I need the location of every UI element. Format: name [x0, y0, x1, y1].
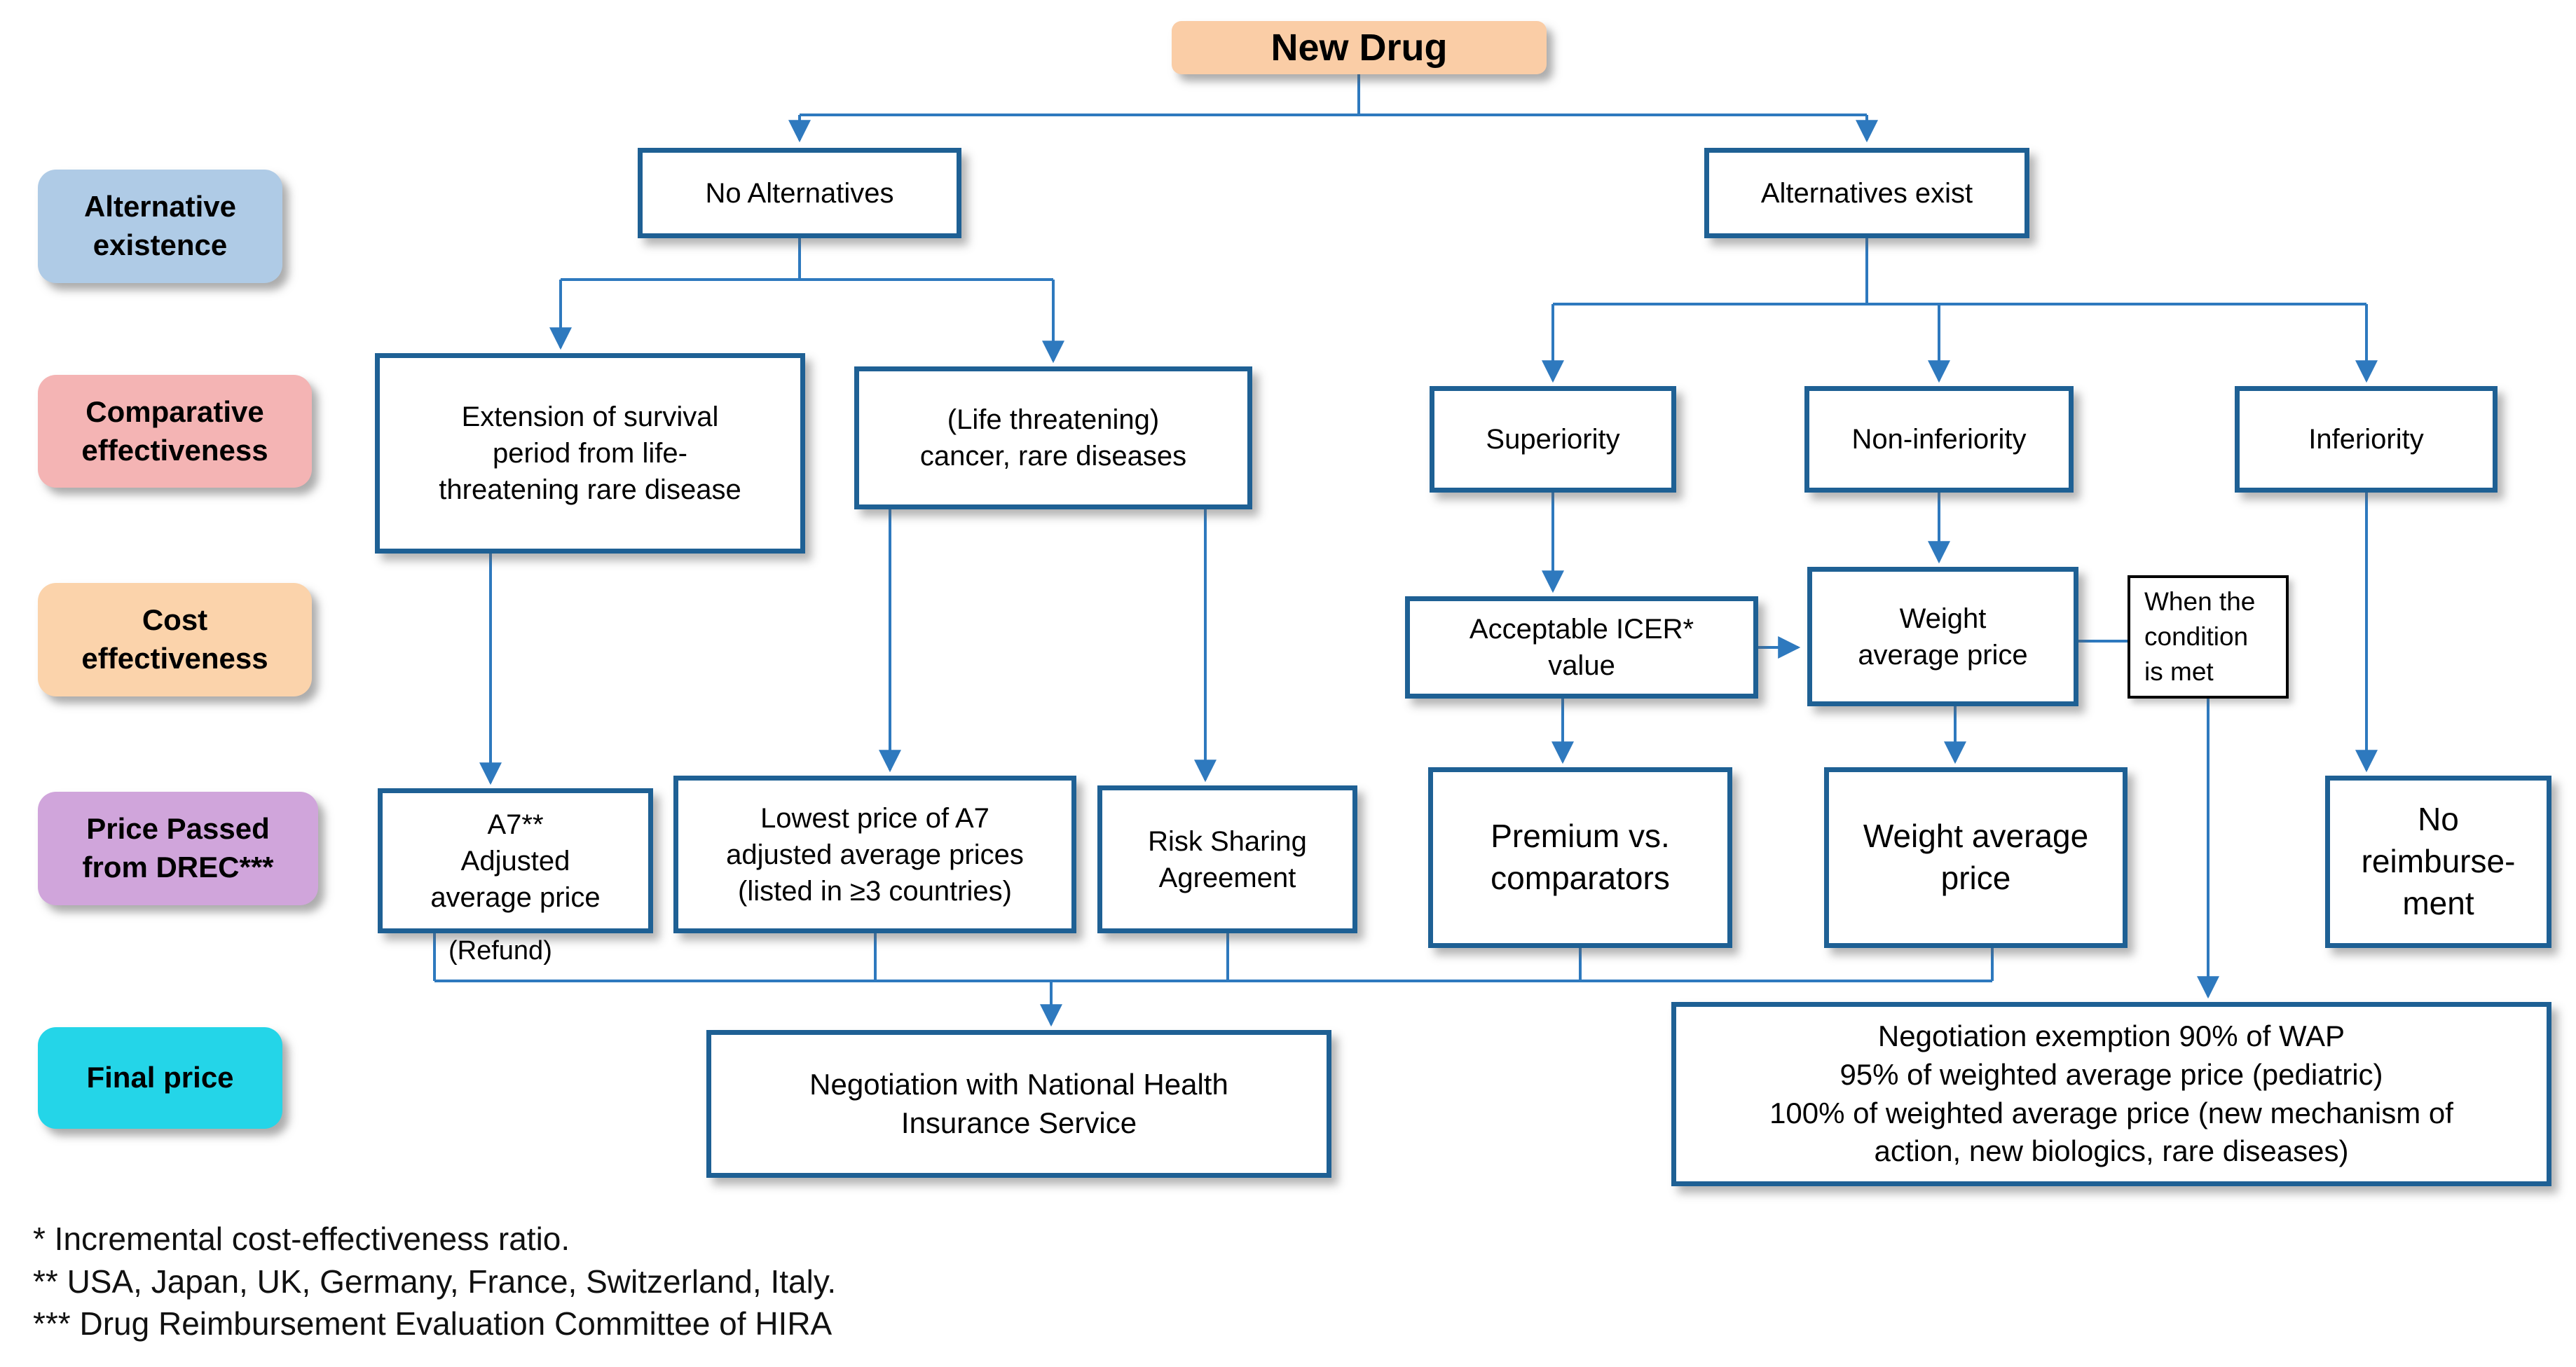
footnote-drec: *** Drug Reimbursement Evaluation Commit… — [33, 1305, 833, 1342]
node-alternatives-exist: Alternatives exist — [1704, 148, 2029, 238]
node-risk-sharing: Risk Sharing Agreement — [1097, 785, 1357, 933]
node-superiority: Superiority — [1430, 386, 1676, 493]
node-acceptable-icer: Acceptable ICER* value — [1405, 596, 1758, 699]
node-a7-adjusted: A7** Adjusted average price — [378, 788, 653, 933]
row-label-final-price: Final price — [38, 1027, 282, 1129]
footnote-icer: * Incremental cost-effectiveness ratio. — [33, 1221, 570, 1257]
node-no-alternatives: No Alternatives — [638, 148, 961, 238]
node-negotiation-nhis: Negotiation with National Health Insuran… — [706, 1030, 1331, 1178]
footnote-a7-countries: ** USA, Japan, UK, Germany, France, Swit… — [33, 1263, 837, 1300]
node-lowest-price-a7: Lowest price of A7 adjusted average pric… — [673, 776, 1076, 933]
node-new-drug: New Drug — [1172, 21, 1547, 74]
footnotes: * Incremental cost-effectiveness ratio. … — [33, 1218, 836, 1345]
row-label-comparative-effectiveness: Comparative effectiveness — [38, 375, 312, 488]
row-label-cost-effectiveness: Cost effectiveness — [38, 583, 312, 696]
node-inferiority: Inferiority — [2235, 386, 2498, 493]
row-label-price-passed: Price Passed from DREC*** — [38, 792, 318, 905]
refund-note: (Refund) — [448, 936, 552, 966]
node-non-inferiority: Non-inferiority — [1804, 386, 2074, 493]
node-no-reimbursement: No reimburse- ment — [2325, 776, 2551, 948]
row-label-alternative-existence: Alternative existence — [38, 170, 282, 283]
node-premium-comparators: Premium vs. comparators — [1428, 767, 1732, 948]
node-negotiation-exemption: Negotiation exemption 90% of WAP 95% of … — [1671, 1002, 2551, 1186]
note-when-condition-met: When the condition is met — [2128, 575, 2289, 699]
node-weight-average-price-cost: Weight average price — [1807, 567, 2078, 706]
node-extension-survival: Extension of survival period from life- … — [375, 353, 805, 554]
node-life-threatening: (Life threatening) cancer, rare diseases — [854, 366, 1252, 509]
node-weight-average-price-final: Weight average price — [1824, 767, 2128, 948]
